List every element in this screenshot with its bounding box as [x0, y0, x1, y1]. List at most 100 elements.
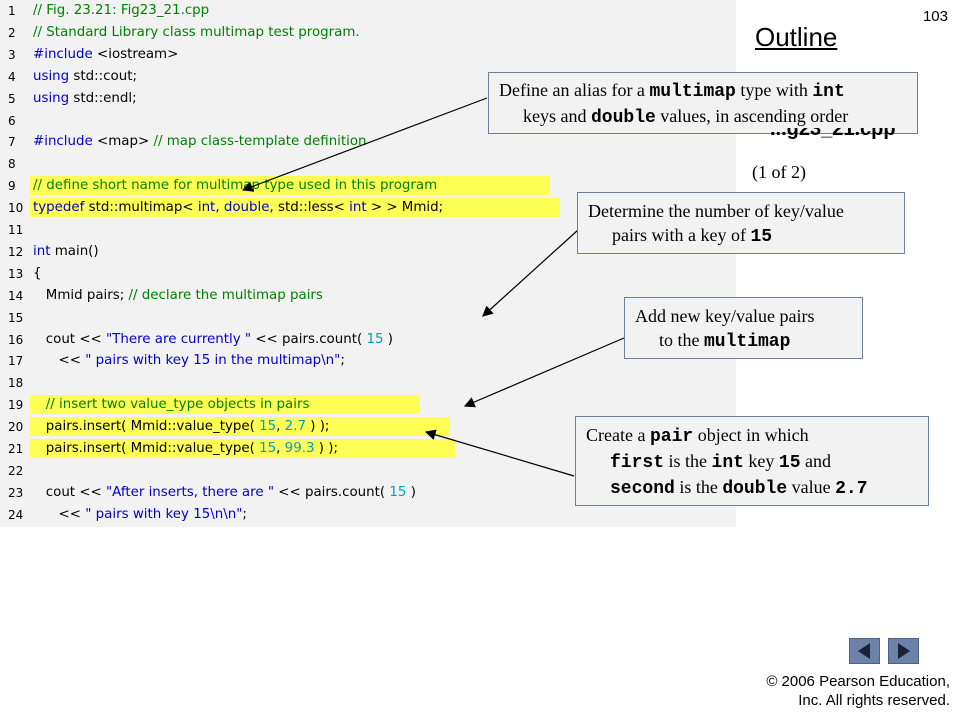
arrow-alias [241, 97, 488, 192]
line-number: 18 [8, 376, 24, 391]
callout-alias-text-4: values, in ascending order [655, 106, 849, 126]
code-line: 23 cout << "After inserts, there are " <… [0, 482, 736, 504]
arrow-pair [424, 429, 575, 477]
line-number: 20 [8, 420, 24, 435]
callout-alias: Define an alias for a multimap type with… [488, 72, 918, 134]
callout-insert-code-1: multimap [704, 332, 791, 352]
slide-number: 103 [922, 8, 948, 25]
callout-pair-text-3: is the [664, 451, 712, 471]
callout-count: Determine the number of key/value pairs … [577, 192, 905, 254]
code-line-highlight [30, 417, 450, 437]
callout-pair-text-6: is the [674, 477, 723, 497]
line-number: 22 [8, 463, 24, 478]
code-text: << " pairs with key 15\n\n"; [33, 506, 247, 522]
copyright-notice: © 2006 Pearson Education, Inc. All right… [766, 672, 950, 710]
callout-insert-text-2: to the [659, 330, 704, 350]
next-slide-button[interactable] [888, 638, 919, 664]
code-line-highlight [30, 395, 420, 415]
line-number: 11 [8, 223, 24, 237]
arrow-insert [463, 337, 625, 408]
line-number: 15 [8, 310, 24, 325]
code-text: #include <iostream> [33, 46, 179, 62]
code-text: using std::endl; [33, 90, 137, 106]
callout-insert: Add new key/value pairs to the multimap [624, 297, 863, 359]
line-number: 8 [8, 157, 16, 172]
callout-pair-code-3: int [711, 453, 744, 473]
line-number: 13 [8, 266, 24, 281]
line-number: 10 [8, 201, 24, 216]
callout-pair-code-2: first [610, 453, 665, 473]
line-number: 2 [8, 25, 16, 40]
line-number: 7 [8, 135, 16, 150]
line-number: 24 [8, 507, 24, 522]
callout-alias-text-2: type with [735, 80, 813, 100]
code-text: { [33, 265, 42, 281]
outline-file-name: ...g23_21.cpp [770, 118, 896, 140]
code-text: using std::cout; [33, 68, 137, 84]
line-number: 14 [8, 288, 24, 303]
callout-pair-code-7: 2.7 [835, 479, 868, 499]
code-line: 5 using std::endl; [0, 88, 736, 110]
code-line: 21 pairs.insert( Mmid::value_type( 15, 9… [0, 438, 736, 460]
code-line: 7 #include <map> // map class-template de… [0, 131, 736, 153]
callout-alias-code-1: multimap [649, 82, 736, 102]
code-line: 10 typedef std::multimap< int, double, st… [0, 197, 736, 219]
callout-pair-code-4: 15 [778, 453, 801, 473]
code-line: 1 // Fig. 23.21: Fig23_21.cpp [0, 0, 736, 22]
code-line: 17 << " pairs with key 15 in the multima… [0, 350, 736, 372]
code-line: 2 // Standard Library class multimap test… [0, 22, 736, 44]
code-line-highlight [30, 439, 455, 458]
code-text: cout << "There are currently " << pairs.… [33, 331, 393, 347]
line-number: 23 [8, 485, 24, 500]
code-line: 20 pairs.insert( Mmid::value_type( 15, 2… [0, 416, 736, 438]
code-text: int main() [33, 243, 99, 259]
triangle-right-icon [898, 643, 910, 659]
code-line: 22 [0, 460, 736, 482]
code-line: 19 // insert two value_type objects in p… [0, 394, 736, 416]
line-number: 4 [8, 69, 16, 84]
callout-count-text-1: Determine the number of key/value [588, 201, 844, 221]
code-line: 14 Mmid pairs; // declare the multimap p… [0, 285, 736, 307]
callout-pair-text-5: and [800, 451, 832, 471]
line-number: 16 [8, 332, 24, 347]
code-line-highlight [30, 176, 550, 196]
outline-title: Outline [755, 22, 838, 52]
callout-count-code-1: 15 [750, 227, 773, 247]
code-line: 11 [0, 219, 736, 241]
callout-pair-text-4: key [743, 451, 779, 471]
callout-pair-text-7: value [787, 477, 836, 497]
code-text: #include <map> // map class-template def… [33, 134, 367, 150]
code-text: Mmid pairs; // declare the multimap pair… [33, 287, 323, 303]
copyright-line-2: Inc. All rights reserved. [798, 692, 950, 709]
callout-pair-text-2: object in which [693, 425, 809, 445]
code-line: 13 { [0, 263, 736, 285]
code-text: // Standard Library class multimap test … [33, 24, 360, 40]
callout-alias-code-2: int [812, 82, 845, 102]
code-line-highlight [30, 198, 560, 218]
line-number: 9 [8, 179, 16, 194]
code-line: 18 [0, 372, 736, 394]
callout-pair-code-1: pair [649, 427, 694, 447]
code-text: << " pairs with key 15 in the multimap\n… [33, 353, 345, 369]
callout-alias-text-1: Define an alias for a [499, 80, 650, 100]
code-line: 16 cout << "There are currently " << pai… [0, 329, 736, 351]
code-line: 8 [0, 153, 736, 175]
line-number: 5 [8, 91, 16, 106]
code-text: // Fig. 23.21: Fig23_21.cpp [33, 3, 210, 18]
triangle-left-icon [858, 643, 870, 659]
outline-page-indicator: (1 of 2) [752, 162, 806, 182]
code-text: typedef std::multimap< int, double, std:… [33, 200, 444, 216]
code-line: 4 using std::cout; [0, 66, 736, 88]
code-line: 3 #include <iostream> [0, 44, 736, 66]
callout-pair-text-1: Create a [586, 425, 650, 445]
line-number: 21 [8, 442, 24, 456]
arrow-count [482, 229, 579, 317]
code-line: 24 << " pairs with key 15\n\n"; [0, 504, 736, 526]
callout-pair-code-6: double [722, 479, 788, 499]
callout-insert-text-1: Add new key/value pairs [635, 306, 815, 326]
previous-slide-button[interactable] [849, 638, 880, 664]
line-number: 3 [8, 47, 16, 62]
line-number: 1 [8, 4, 16, 18]
